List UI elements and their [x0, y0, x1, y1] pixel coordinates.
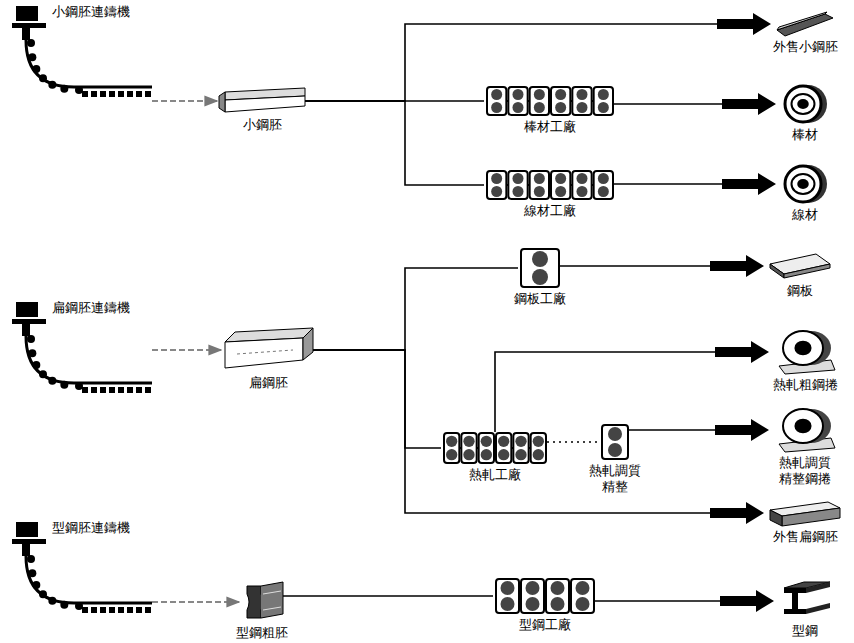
product-node: 熱軋粗鋼捲	[773, 330, 838, 393]
flow-connector	[305, 101, 484, 185]
caster-icon	[12, 302, 152, 397]
node-label: 型鋼工廠	[519, 617, 571, 633]
node-label: 熱軋粗鋼捲	[773, 377, 838, 393]
node-label: 型鋼胚連鑄機	[52, 520, 130, 536]
mill-node: 線材工廠	[486, 170, 614, 219]
caster-icon	[12, 6, 152, 101]
plate-icon	[770, 252, 830, 280]
flow-connector	[495, 341, 769, 432]
node-label: 棒材工廠	[524, 119, 576, 135]
node-label: 型鋼	[792, 623, 818, 639]
mill-node: 型鋼工廠	[495, 578, 595, 633]
bigcoil-icon	[775, 330, 835, 374]
flow-connector	[313, 350, 441, 448]
product-node: 型鋼粗胚	[236, 582, 288, 641]
flow-connector	[629, 419, 769, 441]
product-node: 熱軋調質 精整鋼捲	[775, 408, 835, 487]
mill-node: 鋼板工廠	[514, 248, 566, 307]
billet-icon	[219, 88, 305, 114]
node-label: 熱軋調質 精整鋼捲	[777, 455, 833, 487]
product-node: 鋼板	[770, 252, 830, 299]
product-node: 線材	[782, 164, 828, 223]
caster-machine: 扁鋼胚連鑄機	[12, 300, 152, 397]
slab-icon	[223, 328, 313, 372]
product-node: 小鋼胚	[219, 88, 305, 133]
bigcoil-icon	[775, 408, 835, 452]
flow-connector	[152, 101, 217, 102]
flow-connector	[313, 268, 518, 350]
product-node: 棒材	[782, 84, 828, 143]
node-label: 棒材	[792, 127, 818, 143]
mill-icon	[486, 170, 614, 200]
flow-connector	[614, 173, 776, 195]
node-label: 扁鋼胚連鑄機	[52, 300, 130, 316]
product-node: 型鋼	[780, 582, 830, 639]
mill-icon	[520, 248, 560, 288]
slabp-icon	[770, 500, 840, 526]
bar-icon	[777, 12, 833, 36]
flow-connector	[595, 590, 774, 612]
mill-icon	[486, 86, 614, 116]
node-label: 熱軋工廠	[469, 467, 521, 483]
mill-icon	[601, 424, 629, 460]
node-label: 鋼板工廠	[514, 291, 566, 307]
flow-connector	[313, 350, 764, 524]
flow-connector	[547, 442, 599, 443]
node-label: 小鋼胚連鑄機	[52, 4, 130, 20]
product-node: 外售小鋼胚	[773, 12, 838, 55]
flow-connector	[152, 602, 239, 603]
product-node: 外售扁鋼胚	[770, 500, 840, 545]
mill-icon	[495, 578, 595, 614]
flow-connector	[560, 255, 764, 277]
mill-node: 熱軋調質 精整	[587, 424, 643, 495]
blank-icon	[241, 582, 283, 622]
node-label: 熱軋調質 精整	[587, 463, 643, 495]
node-label: 線材工廠	[524, 203, 576, 219]
mill-node: 棒材工廠	[486, 86, 614, 135]
node-label: 外售小鋼胚	[773, 39, 838, 55]
caster-machine: 小鋼胚連鑄機	[12, 4, 152, 101]
node-label: 外售扁鋼胚	[773, 529, 838, 545]
node-label: 小鋼胚	[243, 117, 282, 133]
coil-icon	[782, 84, 828, 124]
node-label: 扁鋼胚	[249, 375, 288, 391]
caster-machine: 型鋼胚連鑄機	[12, 520, 152, 617]
product-node: 扁鋼胚	[223, 328, 313, 391]
mill-icon	[443, 432, 547, 464]
mill-node: 熱軋工廠	[443, 432, 547, 483]
flow-connector	[152, 350, 221, 351]
flow-connector	[614, 93, 776, 115]
node-label: 線材	[792, 207, 818, 223]
coil-icon	[782, 164, 828, 204]
beam-icon	[780, 582, 830, 620]
node-label: 鋼板	[787, 283, 813, 299]
flow-connector	[283, 596, 493, 597]
caster-icon	[12, 522, 152, 617]
node-label: 型鋼粗胚	[236, 625, 288, 641]
